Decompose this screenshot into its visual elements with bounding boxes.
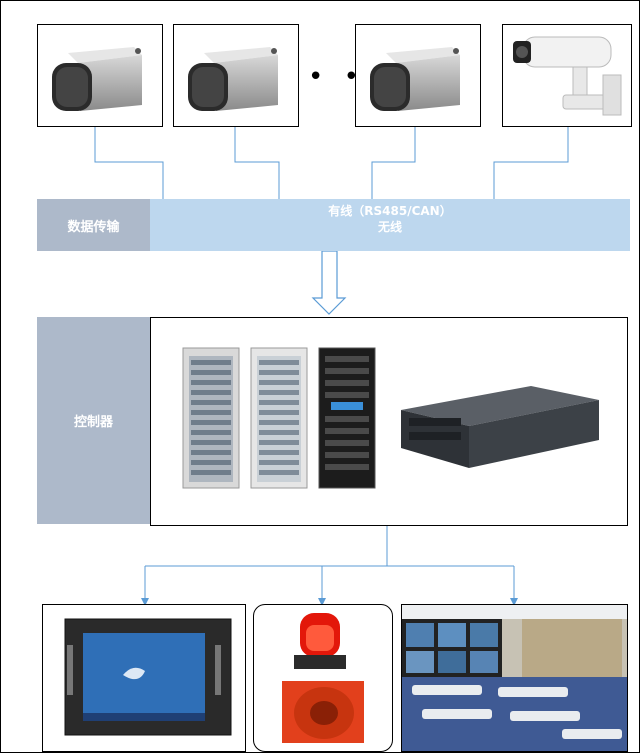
controller-box xyxy=(150,317,628,526)
alarm-siren-icon xyxy=(282,613,364,743)
security-camera-icon xyxy=(513,36,622,116)
transmission-label: 数据传输 xyxy=(37,199,150,251)
monitor-box xyxy=(42,604,246,752)
server-rack-icon xyxy=(182,347,240,489)
controller-label: 控制器 xyxy=(37,317,150,524)
industrial-monitor-icon xyxy=(64,618,232,736)
camera-box xyxy=(502,24,632,127)
control-room-box xyxy=(401,604,628,752)
lidar-sensor-icon xyxy=(52,47,142,111)
lidar-sensor-icon xyxy=(370,47,460,111)
alarm-box xyxy=(253,604,393,752)
down-arrow-icon xyxy=(311,250,347,315)
lidar-sensor-icon xyxy=(188,47,278,111)
lidar-sensor-1 xyxy=(37,24,163,127)
control-room-icon xyxy=(402,605,627,751)
server-rack-icon xyxy=(250,347,308,489)
wireless-text: 无线 xyxy=(377,220,402,234)
lidar-sensor-n xyxy=(355,24,481,127)
wired-text: 有线（RS485/CAN） xyxy=(328,204,452,218)
lidar-sensor-2 xyxy=(173,24,299,127)
server-equipment xyxy=(182,347,599,489)
transmission-text: 有线（RS485/CAN） 无线 xyxy=(150,203,630,235)
server-rack-icon xyxy=(318,347,376,489)
rack-server-icon xyxy=(401,386,599,468)
